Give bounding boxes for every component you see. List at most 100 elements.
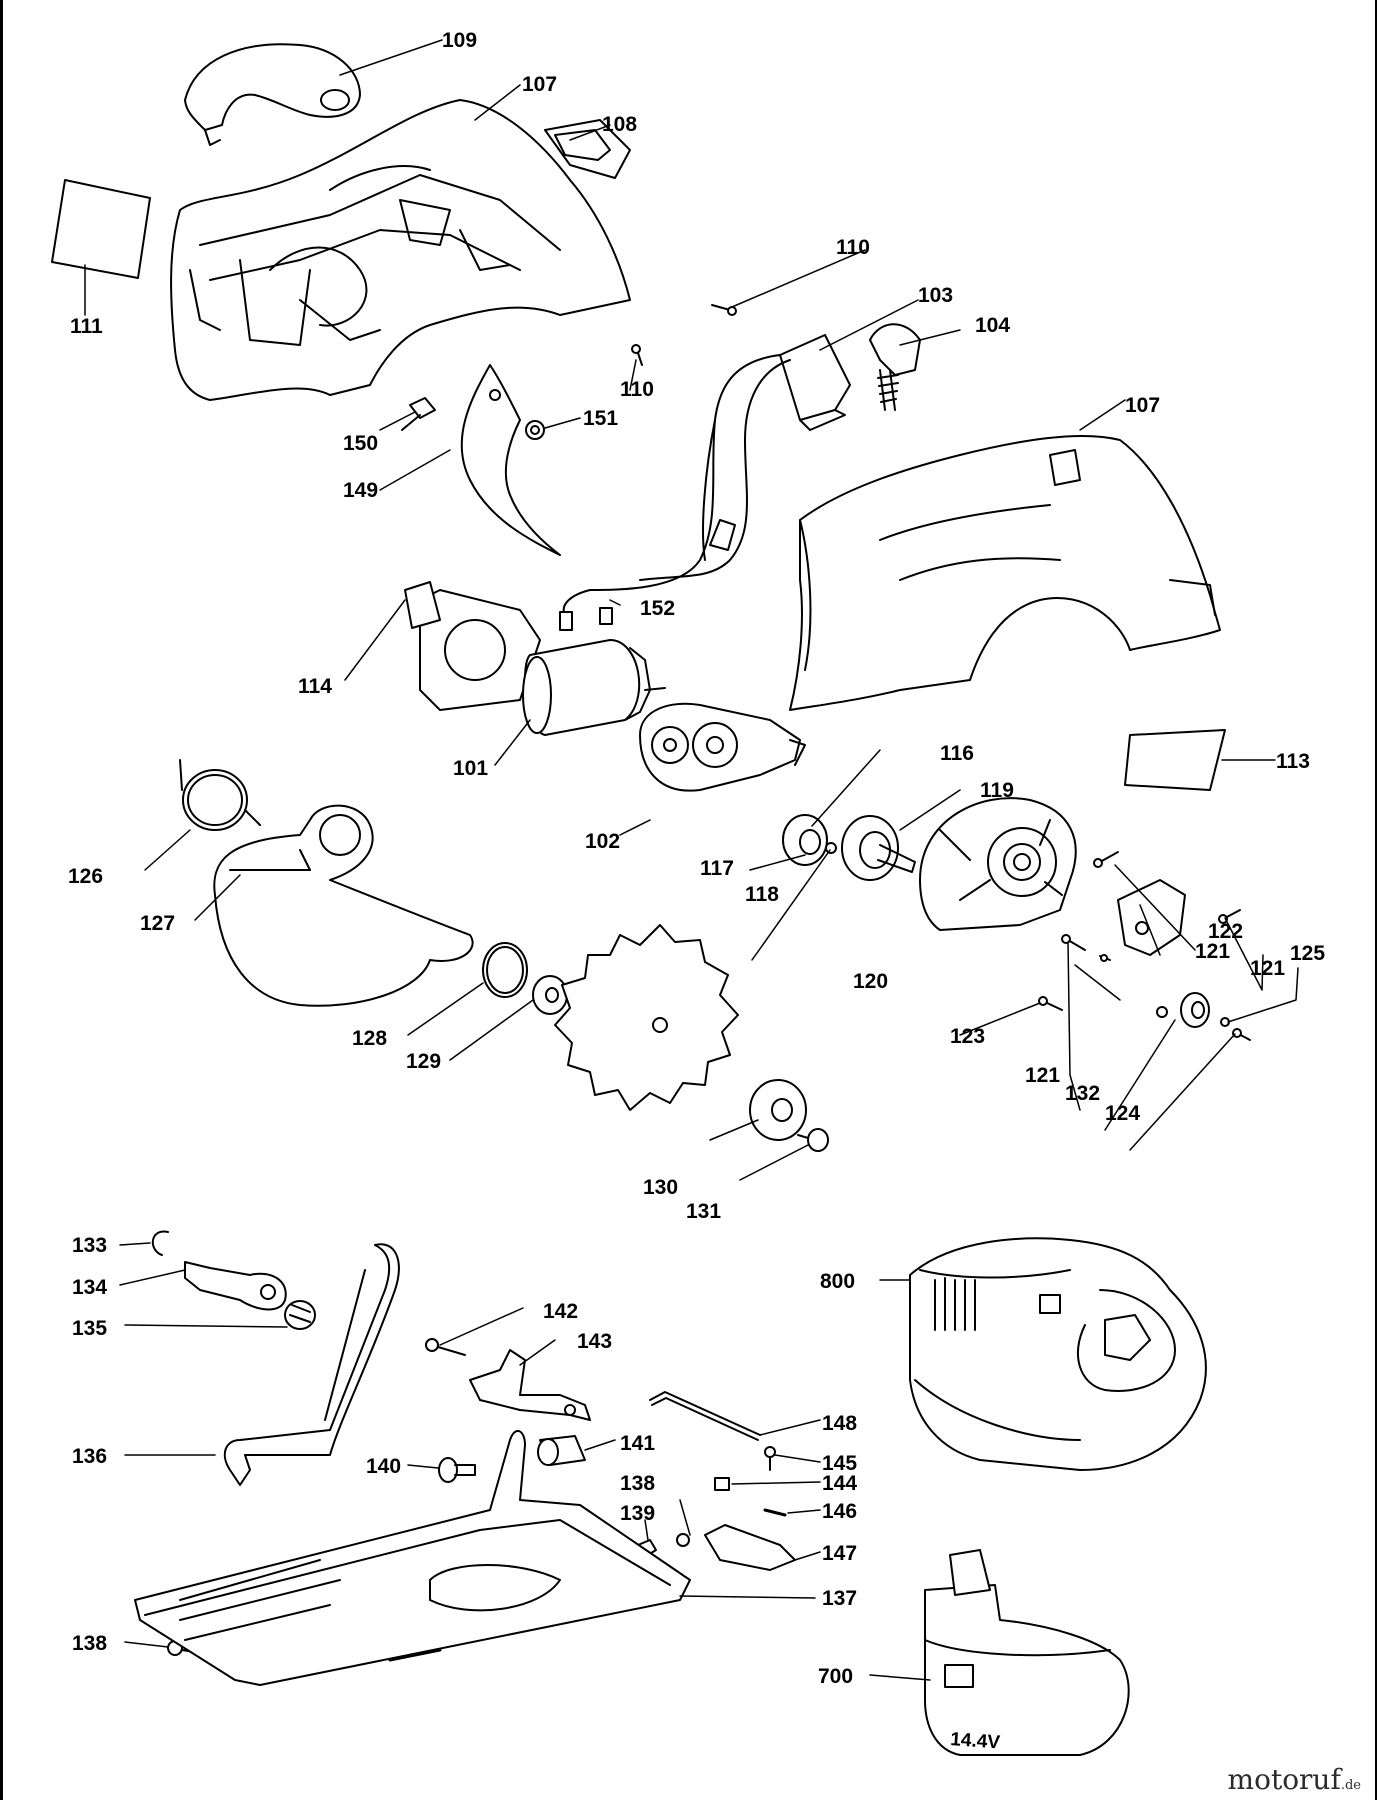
- label-116: 116: [940, 742, 974, 765]
- part-bevel-bracket: [223, 1243, 400, 1486]
- label-149: 149: [343, 479, 378, 502]
- label-148: 148: [822, 1412, 857, 1435]
- part-switch-box: [589, 334, 851, 591]
- label-121b: 121: [1250, 957, 1285, 980]
- part-bearing-117: [782, 814, 828, 866]
- label-107b: 107: [1125, 394, 1160, 417]
- label-800: 800: [820, 1270, 855, 1293]
- label-142: 142: [543, 1300, 578, 1323]
- label-143: 143: [577, 1330, 612, 1353]
- label-140: 140: [366, 1455, 401, 1478]
- part-spindle-gear: [841, 815, 916, 881]
- label-136: 136: [72, 1445, 107, 1468]
- label-107a: 107: [522, 73, 557, 96]
- part-labels: 109 107 108 111 110 110 103 104 107 150 …: [68, 29, 1325, 1753]
- part-depth-knob: [537, 1435, 586, 1466]
- label-138a: 138: [620, 1472, 655, 1495]
- part-screw-151: [525, 420, 545, 440]
- label-151: 151: [583, 407, 618, 430]
- part-knob: [284, 1300, 316, 1330]
- label-126: 126: [68, 865, 103, 888]
- part-screw-121c: [1061, 934, 1111, 962]
- label-145: 145: [822, 1452, 857, 1475]
- part-bolt-150: [401, 397, 436, 431]
- label-152: 152: [640, 597, 675, 620]
- label-123: 123: [950, 1025, 985, 1048]
- part-trigger: [869, 323, 921, 411]
- watermark-logo: motoruf.de: [1228, 1763, 1361, 1796]
- part-rivet: [438, 1457, 476, 1483]
- part-screw-121a: [1093, 851, 1119, 868]
- label-103: 103: [918, 284, 953, 307]
- label-113: 113: [1276, 750, 1310, 773]
- label-119: 119: [980, 779, 1014, 802]
- label-150: 150: [343, 432, 378, 455]
- part-bushing: [1156, 992, 1210, 1028]
- part-handle-cap: [184, 43, 361, 146]
- part-screw-110a: [711, 304, 737, 316]
- part-outer-flange: [749, 1079, 807, 1141]
- label-118: 118: [745, 883, 779, 906]
- part-housing-right: [789, 435, 1221, 711]
- label-134: 134: [72, 1276, 107, 1299]
- watermark-suffix: .de: [1340, 1778, 1361, 1793]
- part-washer-129: [532, 975, 568, 1015]
- watermark-main: motoruf: [1227, 1763, 1341, 1796]
- label-135: 135: [72, 1317, 107, 1340]
- part-spring-146: [763, 1508, 787, 1517]
- label-122: 122: [1208, 920, 1243, 943]
- part-blade-bolt: [797, 1128, 829, 1152]
- label-147: 147: [822, 1542, 857, 1565]
- label-146: 146: [822, 1500, 857, 1523]
- label-101: 101: [453, 757, 488, 780]
- label-125: 125: [1290, 942, 1325, 965]
- part-label-card-left: [51, 179, 151, 279]
- part-screw-145: [764, 1446, 776, 1471]
- label-127: 127: [140, 912, 175, 935]
- part-switch: [544, 119, 631, 179]
- part-motor: [522, 639, 666, 736]
- label-700: 700: [818, 1665, 853, 1688]
- label-128: 128: [352, 1027, 387, 1050]
- battery-voltage-label: 14.4V: [950, 1729, 1001, 1753]
- part-housing-left: [170, 99, 631, 401]
- part-lever: [184, 1261, 287, 1311]
- part-guard-plate: [460, 364, 561, 556]
- label-132: 132: [1065, 1082, 1100, 1105]
- part-clip-118: [825, 842, 837, 854]
- part-shoe-base: [134, 1430, 691, 1686]
- part-screw-121b: [1218, 909, 1241, 924]
- part-bracket: [1117, 879, 1186, 956]
- part-lower-guard: [213, 804, 474, 1007]
- label-121a: 121: [1195, 940, 1230, 963]
- part-charger: [909, 1237, 1207, 1471]
- part-hex-key: [649, 1391, 761, 1441]
- label-104: 104: [975, 314, 1010, 337]
- part-spring: [179, 759, 261, 831]
- part-clip-144: [714, 1477, 730, 1491]
- part-wire-connectors: [559, 519, 736, 631]
- label-141: 141: [620, 1432, 655, 1455]
- part-saw-blade: [554, 924, 739, 1111]
- part-gear-housing: [919, 797, 1077, 931]
- label-114: 114: [298, 675, 332, 698]
- part-bolt-142: [425, 1338, 466, 1356]
- part-depth-bracket: [469, 1349, 591, 1421]
- label-133: 133: [72, 1234, 107, 1257]
- label-117: 117: [700, 857, 734, 880]
- part-gear-case: [639, 702, 806, 792]
- label-129: 129: [406, 1050, 441, 1073]
- part-screw-123: [1038, 996, 1063, 1011]
- label-111: 111: [70, 315, 103, 338]
- label-108: 108: [602, 113, 637, 136]
- part-e-clip: [152, 1230, 169, 1256]
- label-110b: 110: [620, 378, 654, 401]
- part-battery: [924, 1549, 1130, 1756]
- part-brush-plate: [404, 581, 541, 711]
- label-144: 144: [822, 1472, 857, 1495]
- label-139: 139: [620, 1502, 655, 1525]
- label-102: 102: [585, 830, 620, 853]
- label-131: 131: [686, 1200, 721, 1223]
- label-121c: 121: [1025, 1064, 1060, 1087]
